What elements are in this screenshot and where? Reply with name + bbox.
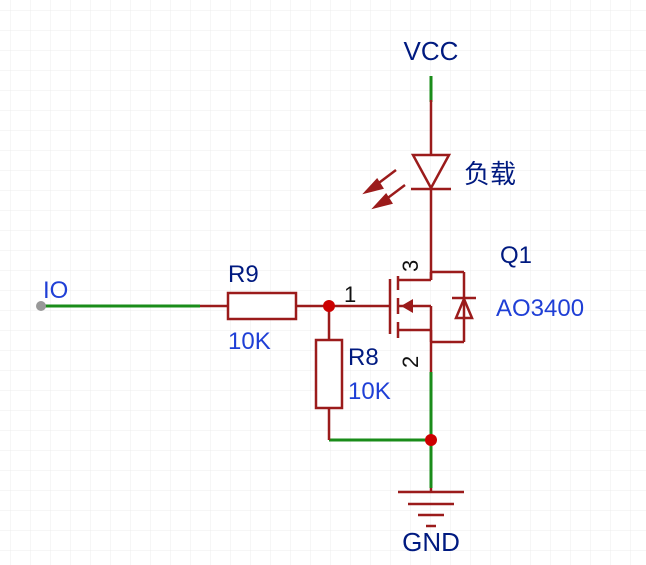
io-port-pin[interactable] bbox=[36, 301, 46, 311]
q1-ref-label: Q1 bbox=[500, 242, 532, 269]
body-diode-triangle bbox=[454, 295, 474, 320]
gnd-label: GND bbox=[402, 527, 460, 557]
r9-value-label: 10K bbox=[228, 328, 271, 355]
led-emission-arrows bbox=[362, 169, 406, 210]
mosfet-arrow bbox=[401, 299, 413, 313]
gate-pin-label: 1 bbox=[344, 282, 356, 307]
wires bbox=[42, 76, 433, 488]
r9-ref-label: R9 bbox=[228, 261, 259, 288]
q1-part-label: AO3400 bbox=[496, 295, 584, 322]
led-triangle bbox=[410, 153, 452, 191]
drain-pin-label: 3 bbox=[398, 260, 423, 272]
ground-symbol bbox=[398, 488, 464, 528]
junction-gate-node bbox=[323, 300, 335, 312]
load-label: 负载 bbox=[464, 159, 516, 189]
resistor-r9-body[interactable] bbox=[226, 291, 298, 321]
junction-ground-node bbox=[425, 434, 437, 446]
io-net-label: IO bbox=[43, 277, 68, 304]
resistor-r8-body[interactable] bbox=[314, 338, 344, 410]
r8-ref-label: R8 bbox=[348, 344, 379, 371]
r8-value-label: 10K bbox=[348, 378, 391, 405]
source-pin-label: 2 bbox=[398, 356, 423, 368]
vcc-label: VCC bbox=[404, 36, 459, 66]
